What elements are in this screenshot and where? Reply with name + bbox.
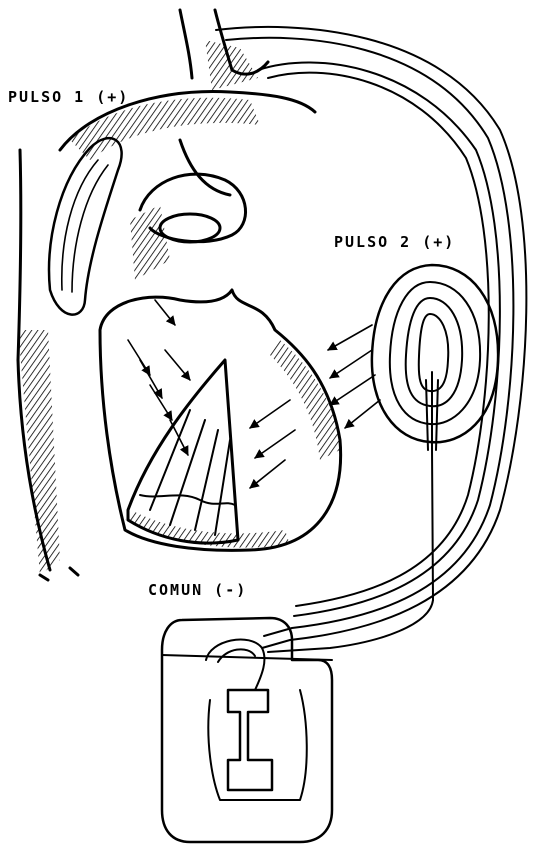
pulse-generator	[162, 618, 332, 842]
pulse-2-label: PULSO 2 (+)	[334, 233, 455, 251]
heart	[100, 290, 341, 550]
vena-cava	[18, 150, 78, 580]
ventricular-lead	[250, 265, 498, 600]
aortic-arch	[130, 140, 246, 280]
pulse-1-label: PULSO 1 (+)	[8, 88, 129, 106]
atrial-lead	[49, 138, 122, 314]
great-vessels	[60, 10, 315, 160]
common-label: COMUN (-)	[148, 581, 247, 599]
